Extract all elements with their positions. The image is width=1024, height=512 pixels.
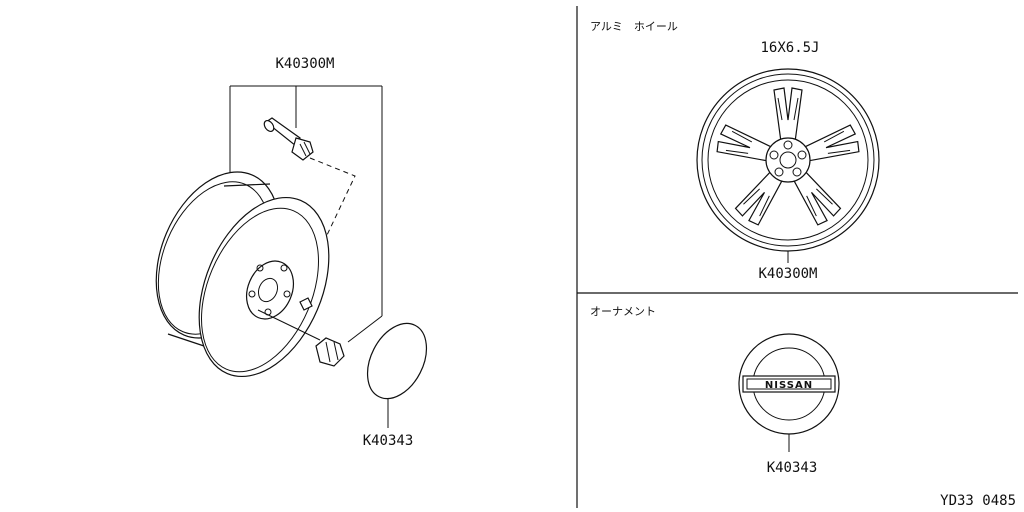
alloy-wheel-part-number: K40300M [758, 266, 817, 282]
wheel-assembly-icon [155, 171, 330, 378]
ornament-section-title: オーナメント [590, 305, 656, 318]
callout-bracket [229, 85, 383, 343]
right-top-panel: アルミ ホイール 16X6.5J K40300M [590, 20, 880, 282]
valve-hole-leader [299, 157, 356, 293]
ornament-part-number: K40343 [767, 460, 818, 476]
valve-stem-icon [263, 117, 314, 161]
wheel-nut-icon [315, 337, 345, 367]
nissan-emblem-icon: NISSAN [738, 333, 840, 435]
alloy-wheel-icon [696, 68, 880, 252]
center-cap-icon [366, 322, 428, 400]
emblem-lettering: NISSAN [765, 380, 813, 391]
callout-center-cap: K40343 [363, 433, 414, 449]
drawing-code: YD33 0485 [940, 493, 1016, 509]
alloy-wheel-section-title: アルミ ホイール [590, 20, 678, 33]
small-nut-icon [299, 297, 313, 311]
wheel-size-label: 16X6.5J [760, 40, 819, 56]
left-panel: K40300M [155, 56, 428, 449]
callout-valve-assembly: K40300M [275, 56, 334, 72]
right-bottom-panel: オーナメント NISSAN K40343 [590, 305, 840, 476]
